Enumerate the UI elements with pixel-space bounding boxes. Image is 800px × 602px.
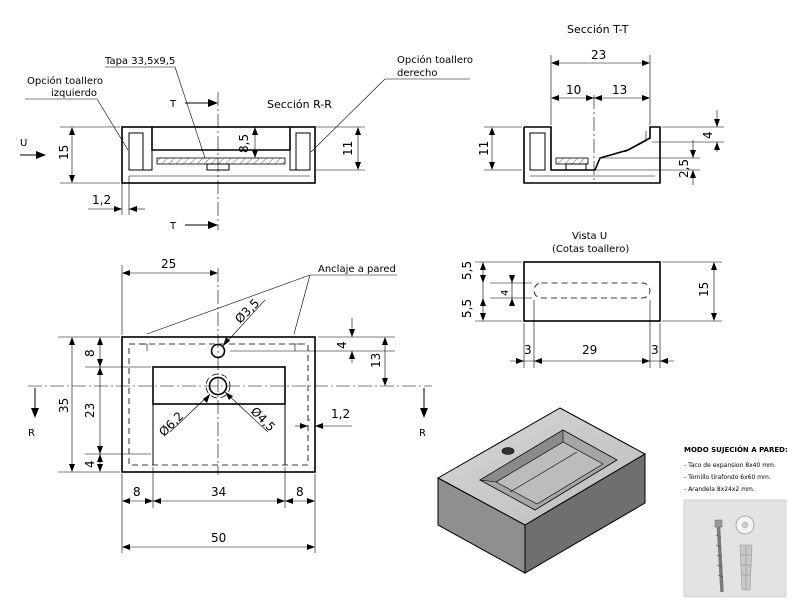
- plan-dim-8-left: 8: [133, 485, 141, 499]
- u-dim-3-left: 3: [524, 343, 532, 357]
- wall-plug-icon: [739, 544, 753, 591]
- iso-hole: [501, 447, 515, 455]
- section-rr-outline: [121, 126, 316, 184]
- plan-dim-1-2: 1,2: [331, 407, 350, 421]
- section-tt: Sección T-T 23 10 13 11: [477, 23, 724, 185]
- section-rr-title: Sección R-R: [267, 98, 332, 111]
- u-dim-3-right: 3: [651, 343, 659, 357]
- plan-dim-8-right: 8: [296, 485, 304, 499]
- screw-icon: [714, 519, 724, 593]
- rr-dim-8-5: 8,5: [237, 134, 251, 153]
- isometric-view: [436, 407, 647, 574]
- lid-rect: [152, 366, 286, 405]
- washer-icon: [735, 515, 755, 535]
- u-dim-5-5-top: 5,5: [460, 261, 474, 280]
- view-u-title-2: (Cotas toallero): [552, 244, 629, 255]
- cut-t-bottom: T: [169, 221, 177, 232]
- rr-dim-15: 15: [57, 145, 71, 160]
- plan-dim-35: 35: [57, 398, 71, 413]
- cut-r-left: R: [28, 428, 35, 439]
- cut-t-top: T: [169, 99, 177, 110]
- plan-dim-8: 8: [83, 349, 97, 357]
- plan-dim-d4-5: Ø4,5: [248, 404, 278, 434]
- towel-right-label-1: Opción toallero: [397, 54, 473, 66]
- u-dim-5-5-bottom: 5,5: [460, 299, 474, 318]
- towel-slot-right: [295, 132, 311, 171]
- mounting-item-1: - Taco de expansion 8x40 mm.: [684, 462, 776, 469]
- tt-dim-11: 11: [477, 141, 491, 156]
- towel-slot-dashed: [533, 282, 651, 299]
- plan-dim-13: 13: [369, 353, 383, 368]
- tt-dim-2-5: 2,5: [677, 159, 691, 178]
- plan-dim-23: 23: [83, 403, 97, 418]
- lid-hatch: [156, 157, 286, 165]
- rr-dim-1-2: 1,2: [92, 193, 111, 207]
- towel-slot-left: [128, 132, 144, 171]
- view-u-label: U: [20, 138, 27, 149]
- plan-dim-d6-2: Ø6,2: [156, 409, 186, 439]
- view-u-title-1: Vista U: [572, 231, 607, 242]
- towel-left-label-2: izquierdo: [51, 88, 97, 99]
- anchor-label: Anclaje a pared: [318, 264, 396, 275]
- tt-dim-4: 4: [701, 131, 715, 139]
- plan-dim-4: 4: [335, 341, 349, 349]
- tapa-label: Tapa 33,5x9,5: [104, 56, 175, 67]
- u-dim-4: 4: [500, 290, 511, 296]
- tt-dim-23: 23: [591, 48, 606, 62]
- mounting-item-2: - Tornillo tirafondo 6x60 mm.: [684, 474, 771, 481]
- view-u: Vista U (Cotas toallero) 5,5 5,5 4 15: [460, 231, 722, 368]
- tt-dim-10: 10: [566, 83, 581, 97]
- mounting-item-3: - Arandela 8x24x2 mm.: [684, 486, 755, 493]
- rr-dim-11: 11: [341, 141, 355, 156]
- tt-dim-13: 13: [612, 83, 627, 97]
- mounting-box: MODO SUJECIÓN A PARED: - Taco de expansi…: [683, 445, 788, 598]
- view-u-outline: [523, 261, 661, 322]
- plan-dim-34: 34: [211, 485, 226, 499]
- section-tt-outline: [523, 126, 661, 184]
- section-rr: Sección R-R T T U Tapa 33,5x9,5 Opción t…: [20, 54, 473, 232]
- plan-outline: [121, 336, 316, 473]
- towel-left-label-1: Opción toallero: [27, 75, 103, 87]
- towel-right-label-2: derecho: [397, 68, 438, 79]
- mounting-photo: [683, 499, 787, 598]
- plan-view: Anclaje a pared 25 Ø3,5 4 13 35: [28, 257, 432, 553]
- u-dim-29: 29: [582, 343, 597, 357]
- cut-r-right: R: [419, 428, 426, 439]
- plan-dim-d3-5: Ø3,5: [232, 296, 262, 326]
- plan-dim-4-bottom: 4: [83, 460, 97, 468]
- u-dim-15: 15: [697, 282, 711, 297]
- section-tt-title: Sección T-T: [567, 23, 629, 36]
- plan-dim-25: 25: [161, 257, 176, 271]
- plan-dim-50: 50: [211, 531, 226, 545]
- mounting-title: MODO SUJECIÓN A PARED:: [684, 445, 788, 454]
